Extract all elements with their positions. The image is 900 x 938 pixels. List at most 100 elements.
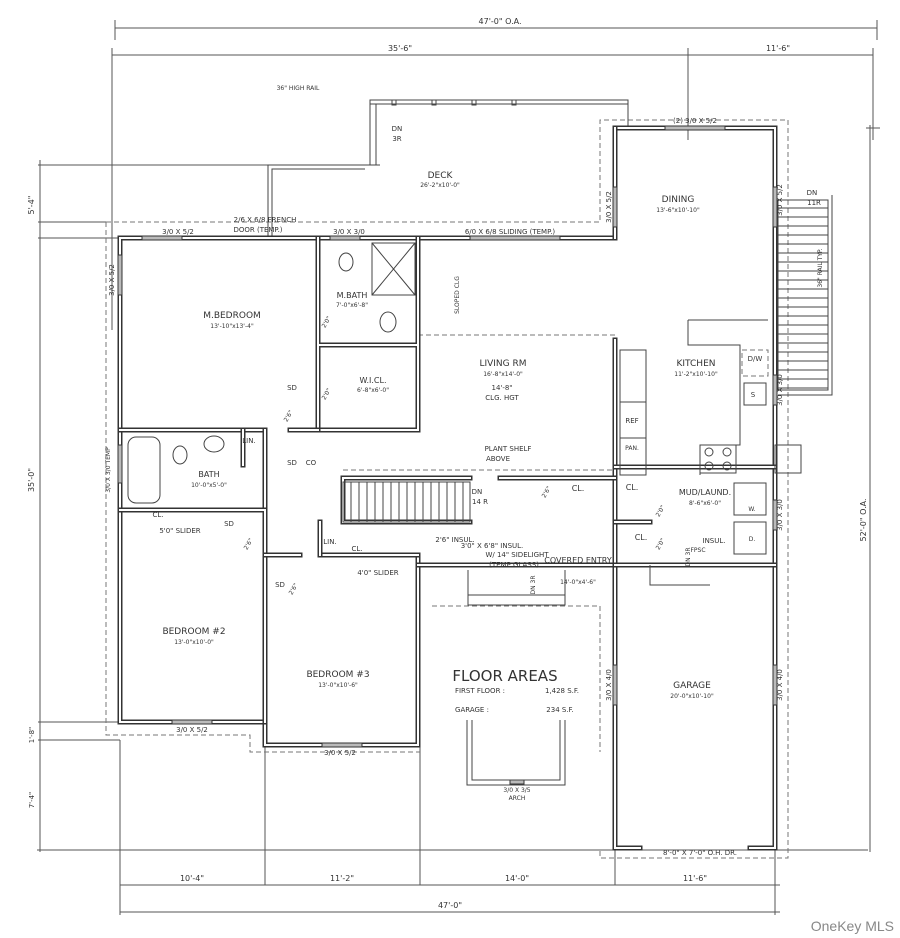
notes-entry-dn-label: DN 3R (530, 575, 537, 594)
notes-garage-right-window-label: 3/0 X 4/0 (776, 669, 784, 701)
floor-areas-garage-value-label: 234 S.F. (546, 706, 573, 714)
notes-fpsc-label: FPSC (690, 547, 705, 554)
notes-door-26-label: 2'6" (243, 537, 255, 551)
window (117, 254, 123, 296)
rooms-1-size-label: 13'-6"x10'-10" (656, 207, 700, 214)
window (772, 186, 778, 228)
rooms-2-size-label: 13'-10"x13'-4" (210, 323, 254, 330)
windows (117, 125, 778, 785)
rooms-12-name-label: GARAGE (673, 681, 711, 691)
rooms-12-size-label: 20'-0"x10'-10" (670, 693, 714, 700)
notes-ref-label: REF (625, 417, 638, 425)
dimensions-top-wing-label: 11'-6" (766, 44, 790, 53)
window (772, 664, 778, 706)
notes-french-door-2-label: DOOR (TEMP.) (233, 226, 282, 234)
notes-mbed-left-window-label: 3/0 X 5/2 (108, 264, 116, 296)
dashed-outlines (105, 119, 789, 859)
rooms-10-size-label: 13'-0"x10'-6" (318, 682, 358, 689)
range (699, 444, 737, 474)
notes-door-20-label: 2'0" (655, 504, 667, 518)
window (772, 374, 778, 406)
notes-mud-window-label: 3/0 X 3/0 (776, 499, 784, 531)
rooms-7-name-label: BATH (198, 470, 219, 479)
notes-cl-bed2-label: CL. (152, 511, 163, 519)
bathtub (127, 436, 161, 504)
toilet-icon (172, 445, 188, 465)
notes-door-26-label: 2'6" (541, 485, 553, 499)
rooms-11-size-label: 14'-0"x4'-6" (560, 579, 596, 586)
rooms-7-size-label: 10'-0"x5'-0" (191, 482, 227, 489)
window (664, 125, 726, 131)
notes-dw-label: D/W (748, 355, 763, 363)
dryer (733, 521, 767, 555)
notes-co-label: CO (306, 459, 317, 467)
stairs (342, 195, 833, 523)
notes-door-20-label: 2'0" (655, 537, 667, 551)
dimensions-left-offset-label: 1'-8" (28, 727, 36, 744)
notes-above-label: ABOVE (486, 455, 510, 463)
notes-arch-window-1-label: 3/0 X 3/5 (503, 787, 530, 794)
window (171, 719, 213, 725)
notes-slider-5-label: 5'0" SLIDER (159, 527, 200, 535)
shower (371, 242, 416, 296)
notes-insul-door-label: 2'6" INSUL. (435, 536, 474, 544)
notes-garage-dn-label: DN 3R (685, 547, 692, 566)
notes-deck-3r-label: 3R (392, 135, 401, 143)
notes-kitchen-window-label: 3/0 X 3/0 (776, 374, 784, 406)
notes-garage-door-label: 8'-0" X 7'-0" O.H. DR. (663, 849, 737, 857)
floor-areas-first-floor-label-label: FIRST FLOOR : (455, 687, 505, 695)
dimensions-top-main-label: 35'-6" (388, 44, 412, 53)
window (329, 235, 361, 241)
notes-rail-typ-label: 36" RAIL TYP. (817, 248, 824, 287)
notes-clg-height-label: 14'-8" (491, 384, 512, 392)
notes-sd-label: SD (287, 384, 297, 392)
window (509, 779, 525, 785)
notes-stair-11r-label: 11R (807, 199, 821, 207)
notes-sd-label: SD (224, 520, 234, 528)
rooms-6-name-label: KITCHEN (677, 359, 716, 369)
rooms-5-name-label: LIVING RM (479, 359, 526, 369)
notes-lin-2-label: LIN. (323, 538, 336, 546)
dimensions-left-entry-label: 7'-4" (28, 792, 36, 809)
notes-door-26-label: 2'6" (288, 582, 300, 596)
rooms-11-name-label: COVERED ENTRY (544, 556, 612, 565)
notes-dining-left-window-label: 3/0 X 5/2 (605, 191, 613, 223)
notes-cl-hall-label: CL. (572, 484, 585, 493)
dimensions-bottom-1-label: 10'-4" (180, 874, 204, 883)
floor-areas-first-floor-value-label: 1,428 S.F. (545, 687, 579, 695)
notes-plant-shelf-label: PLANT SHELF (485, 445, 532, 453)
labels: 47'-0" O.A.35'-6"11'-6"5'-4"35'-0"1'-8"7… (27, 17, 868, 910)
rooms-9-name-label: BEDROOM #2 (162, 627, 225, 637)
washer (733, 482, 767, 516)
notes-sd-label: SD (287, 459, 297, 467)
dimensions-bottom-overall-label: 47'-0" (438, 901, 462, 910)
dimensions-bottom-2-label: 11'-2" (330, 874, 354, 883)
sink-icon (379, 311, 397, 333)
rooms-3-size-label: 7'-0"x6'-8" (336, 302, 368, 309)
notes-arch-window-2-label: ARCH (509, 795, 526, 802)
rooms-3-name-label: M.BATH (337, 291, 368, 300)
notes-dining-top-window-label: (2) 3/0 X 5/2 (673, 117, 717, 125)
window (612, 664, 618, 706)
rooms-5-size-label: 16'-8"x14'-0" (483, 371, 523, 378)
rooms-9-size-label: 13'-0"x10'-0" (174, 639, 214, 646)
toilet-icon (338, 252, 354, 272)
window (117, 444, 123, 484)
fixtures (127, 242, 802, 786)
notes-r-14-label: 14 R (472, 498, 488, 506)
dimensions-right-overall-label: 52'-0" O.A. (859, 499, 868, 542)
deck (267, 99, 629, 238)
dimensions-left-deck-label: 5'-4" (27, 196, 36, 215)
notes-mbed-top-window-label: 3/0 X 5/2 (162, 228, 194, 236)
notes-cl-mud2-label: CL. (635, 533, 648, 542)
rooms-10-name-label: BEDROOM #3 (306, 670, 369, 680)
notes-sd-label: SD (275, 581, 285, 589)
notes-sloped-clg-label: SLOPED CLG (454, 276, 461, 314)
notes-high-rail-label: 36" HIGH RAIL (277, 85, 320, 92)
rooms-0-size-label: 26'-2"x10'-0" (420, 182, 460, 189)
notes-dn-14-label: DN (472, 488, 483, 496)
watermark: OneKey MLS (810, 918, 894, 934)
floor-areas-title-label: FLOOR AREAS (452, 667, 557, 685)
dimension-lines (37, 20, 880, 915)
